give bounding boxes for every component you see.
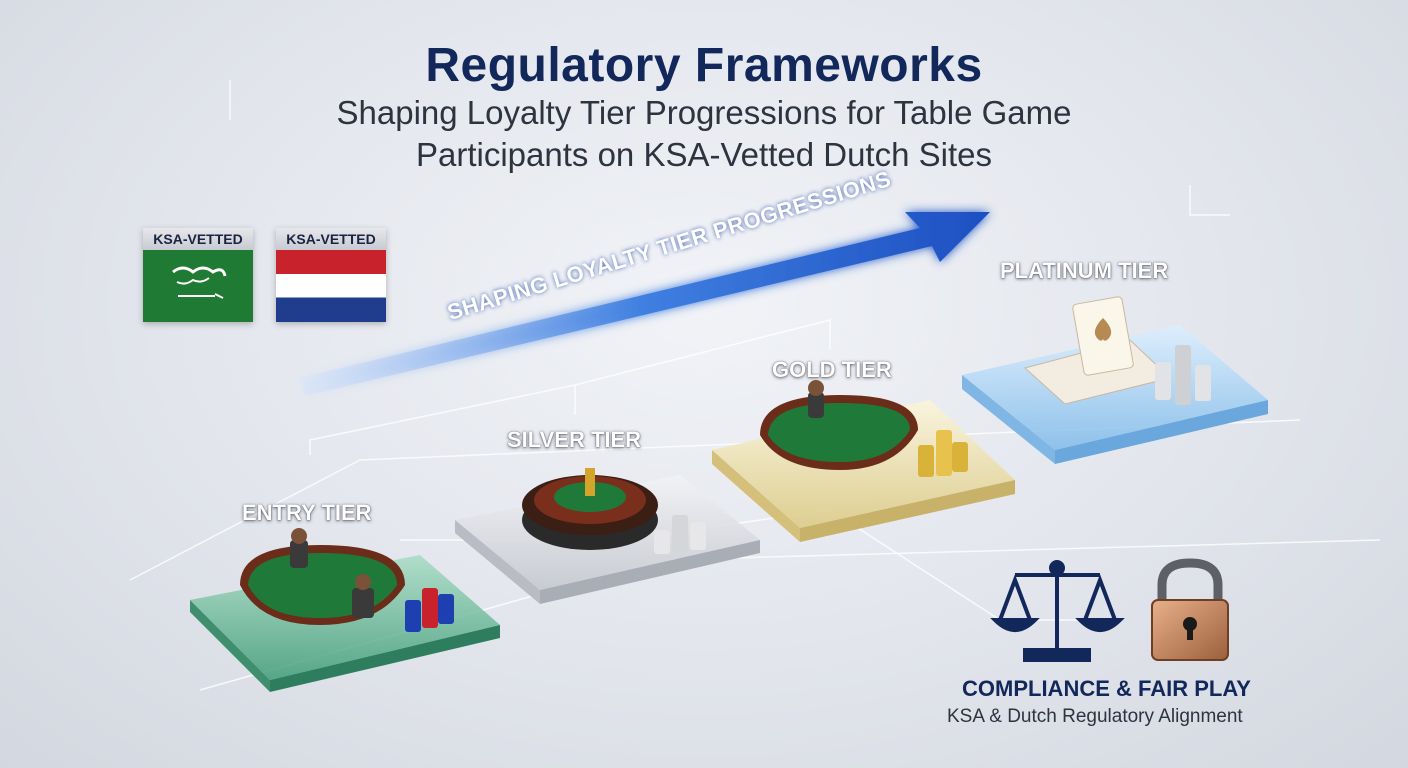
page-subtitle-line-2: Participants on KSA-Vetted Dutch Sites — [416, 136, 992, 173]
badge-label: KSA-VETTED — [276, 228, 386, 250]
saudi-flag-icon — [143, 250, 253, 322]
chip-stack-icon — [405, 588, 454, 632]
roulette-wheel-icon — [522, 468, 658, 550]
blackjack-table-icon — [240, 528, 405, 625]
chip-stack-icon — [1155, 345, 1211, 405]
chip-stack-icon — [918, 430, 968, 477]
tier-label-entry: ENTRY TIER — [242, 500, 372, 525]
badge-label: KSA-VETTED — [143, 228, 253, 250]
compliance-subtitle: KSA & Dutch Regulatory Alignment — [947, 706, 1243, 727]
ksa-vetted-badge-saudi: KSA-VETTED — [143, 228, 253, 322]
compliance-title: COMPLIANCE & FAIR PLAY — [962, 676, 1251, 701]
blackjack-table-icon — [760, 380, 918, 470]
chip-stack-icon — [654, 515, 706, 554]
tier-label-gold: GOLD TIER — [772, 357, 892, 382]
page-subtitle-line-1: Shaping Loyalty Tier Progressions for Ta… — [336, 94, 1072, 131]
progression-arrow — [300, 212, 990, 396]
netherlands-flag-icon — [276, 250, 386, 322]
saudi-emblem-icon — [172, 266, 227, 299]
tier-label-silver: SILVER TIER — [507, 427, 642, 452]
ksa-vetted-badge-dutch: KSA-VETTED — [276, 228, 386, 322]
tier-label-platinum: PLATINUM TIER — [1000, 258, 1169, 283]
scales-icon — [990, 560, 1125, 662]
page-title: Regulatory Frameworks — [425, 39, 983, 92]
padlock-icon — [1151, 558, 1229, 661]
playing-card-icon — [1023, 296, 1172, 405]
